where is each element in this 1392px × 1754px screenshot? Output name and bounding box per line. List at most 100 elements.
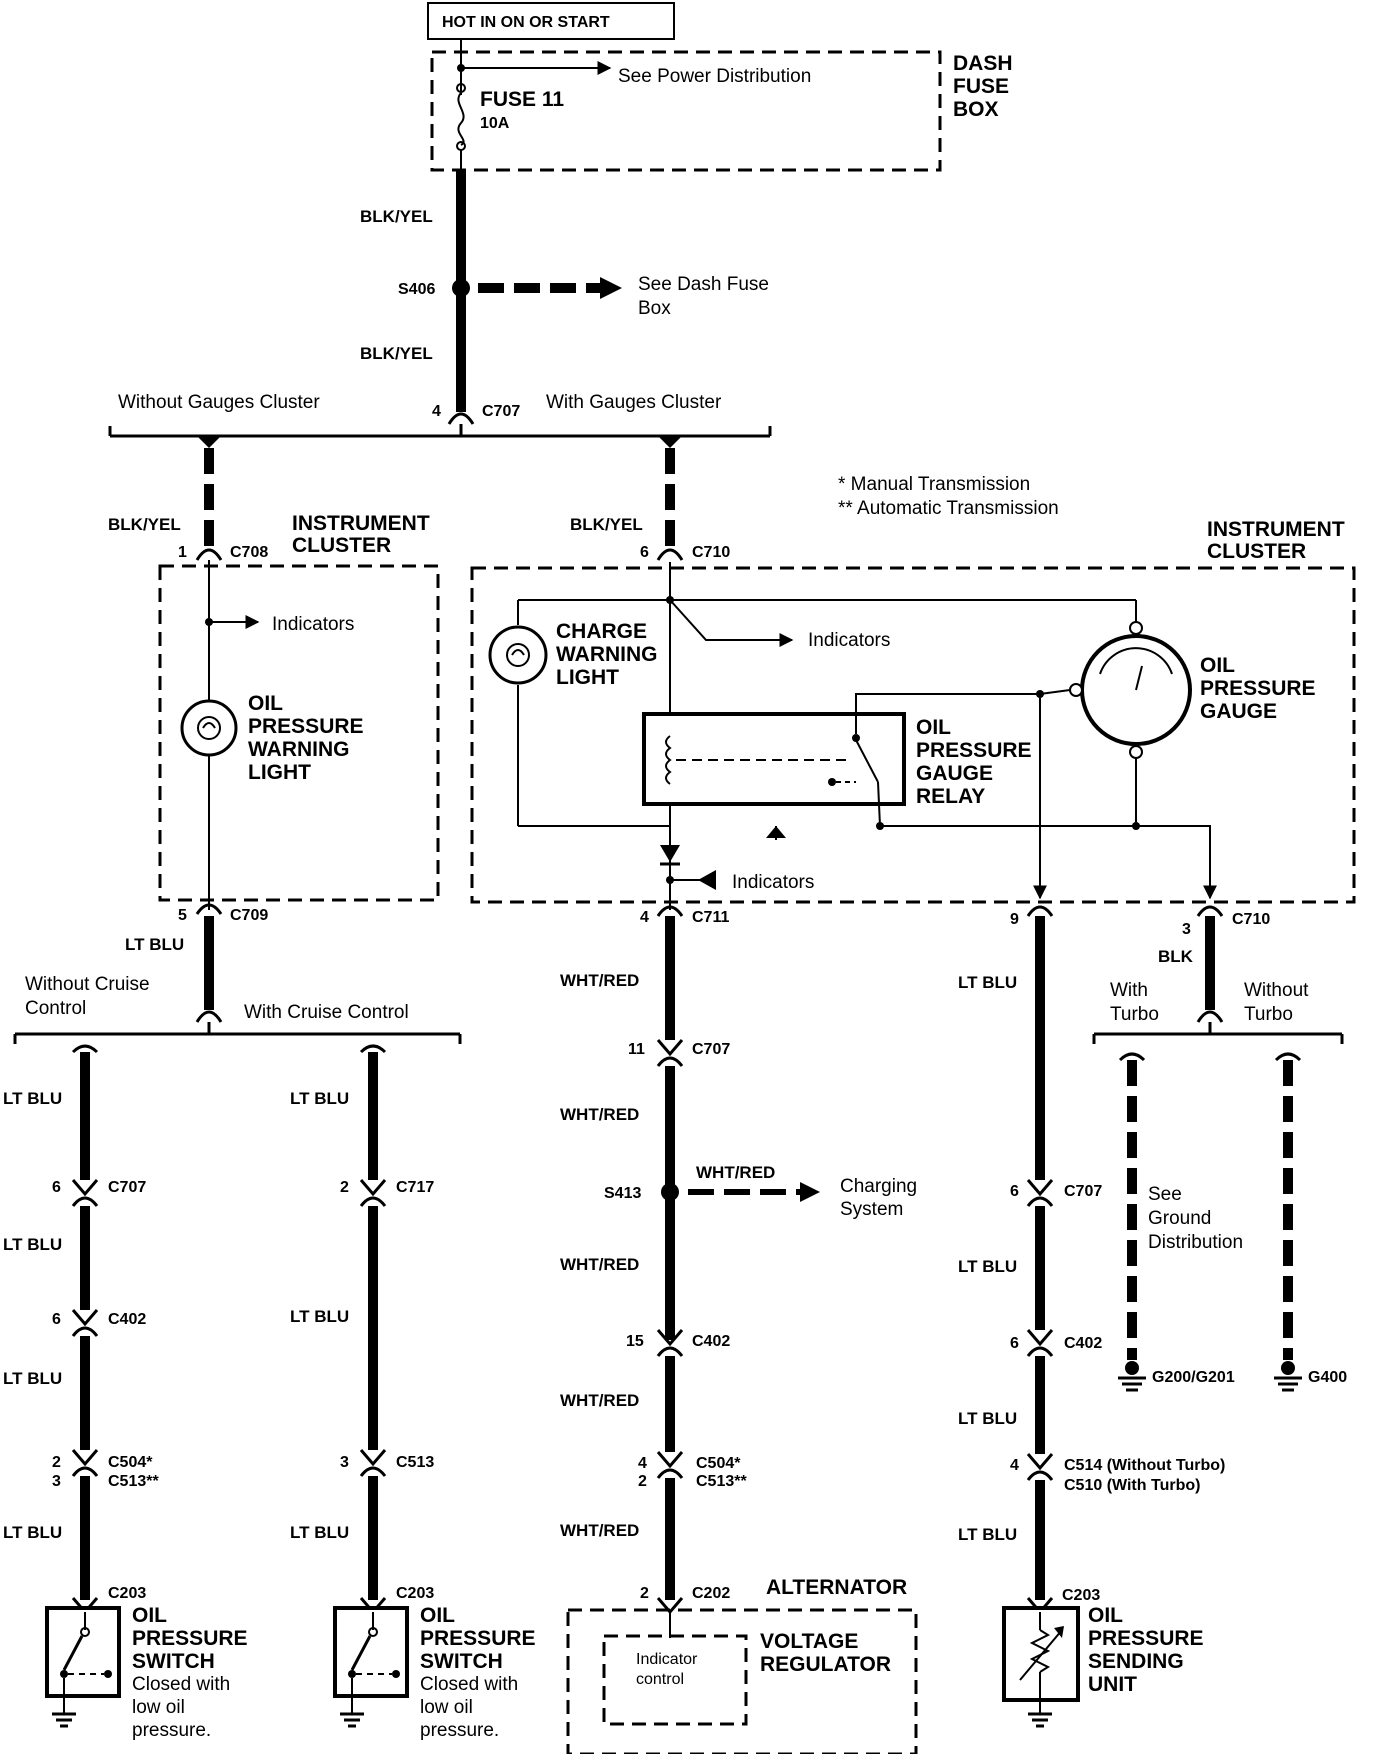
c504-left-name2: C513** [108,1473,159,1490]
connector-c402-right [1026,1346,1054,1357]
c402-mid-name: C402 [692,1333,730,1350]
ground-note-1: See [1148,1184,1182,1205]
ground-note-2: Ground [1148,1208,1211,1229]
c707-right-name: C707 [1064,1183,1102,1200]
splice-s406-dot [452,279,470,297]
switch-a-line-4: Closed with [132,1674,230,1695]
c707-mid-name: C707 [692,1041,730,1058]
cluster-right-indicators-top: Indicators [808,630,890,651]
cluster-right-indicators-bottom: Indicators [732,872,814,893]
hot-in-on-or-start-box: HOT IN ON OR START [427,2,675,40]
c504-left-pin1: 2 [52,1454,61,1471]
wire-label-wht-red-4: WHT/RED [560,1391,639,1410]
switch-a-line-6: pressure. [132,1720,211,1741]
connector-c707-mid [656,1056,684,1067]
connector-c707-top [447,412,475,425]
gauge-label-2: PRESSURE [1200,677,1316,700]
alternator-title: ALTERNATOR [766,1576,907,1599]
charge-label-2: WARNING [556,643,658,666]
c711-pin: 4 [640,909,649,926]
fuse-box-title-1: DASH [953,52,1013,75]
connector-c708 [195,548,223,561]
oil-pressure-warning-lamp-icon [180,699,238,757]
regulator-label-1: VOLTAGE [760,1630,858,1653]
wire-label-wht-red-3: WHT/RED [560,1255,639,1274]
wire-label-lt-blu-c4: LT BLU [958,1525,1017,1544]
wire-label-lt-blu-a2: LT BLU [3,1235,62,1254]
hot-label: HOT IN ON OR START [442,14,610,31]
c513-pin: 3 [340,1454,349,1471]
c513-name: C513 [396,1454,434,1471]
c514-pin: 4 [1010,1457,1019,1474]
indicator-control-box [602,1634,748,1726]
c707-top-pin: 4 [432,403,441,420]
charge-warning-lamp-icon [488,625,548,685]
cluster-left-title-1: INSTRUMENT [292,512,430,535]
instrument-cluster-left: INSTRUMENT CLUSTER Indicators OIL PRESSU… [158,512,440,910]
c-pin9: 9 [1010,911,1019,928]
c708-pin: 1 [178,544,187,561]
connector-c402-mid [656,1346,684,1357]
switch-b-line-1: OIL [420,1604,455,1627]
connector-c514 [1026,1470,1054,1481]
c710-right-name: C710 [1232,911,1270,928]
wire-label-wht-red-5: WHT/RED [560,1521,639,1540]
relay-label-4: RELAY [916,785,985,808]
splice-s406-label: S406 [398,281,435,298]
fuse-name: FUSE 11 [480,88,564,111]
c402-right-name: C402 [1064,1335,1102,1352]
gauge-label-1: OIL [1200,654,1235,677]
wire-label-blk-yel-4: BLK/YEL [570,515,643,534]
see-dash-fuse-box-2: Box [638,298,671,319]
c504-mid-name2: C513** [696,1473,747,1490]
c514-name2: C510 (With Turbo) [1064,1477,1200,1494]
c504-mid-pin1: 4 [638,1455,647,1472]
ground-g200-g201: G200/G201 [1152,1369,1235,1386]
branch-without-turbo-1: Without [1244,980,1309,1001]
c717-pin: 2 [340,1179,349,1196]
wire-label-lt-blu-c2: LT BLU [958,1257,1017,1276]
c708-name: C708 [230,544,268,561]
lamp-label-1: OIL [248,692,283,715]
c707-top-name: C707 [482,403,520,420]
see-charging-2: System [840,1199,903,1220]
wire-label-lt-blu-1: LT BLU [125,935,184,954]
sender-line-3: SENDING [1088,1650,1184,1673]
c711-name: C711 [692,909,729,926]
c504-mid-name1: C504* [696,1455,741,1472]
c709-name: C709 [230,907,268,924]
relay-label-2: PRESSURE [916,739,1032,762]
fuse-symbol [457,92,465,146]
c504-left-pin2: 3 [52,1473,61,1490]
sender-line-2: PRESSURE [1088,1627,1204,1650]
sender-line-4: UNIT [1088,1673,1137,1696]
cluster-left-title-2: CLUSTER [292,534,391,557]
gauge-label-3: GAUGE [1200,700,1277,723]
switch-a-line-1: OIL [132,1604,167,1627]
fuse-box-title-3: BOX [953,98,999,121]
c202-pin: 2 [640,1585,649,1602]
wire-label-blk-yel-2: BLK/YEL [360,344,433,363]
branch-with-turbo-2: Turbo [1110,1004,1159,1025]
legend-automatic: ** Automatic Transmission [838,498,1059,519]
switch-b-line-6: pressure. [420,1720,499,1741]
c203-b-name: C203 [396,1585,434,1602]
wire-label-lt-blu-b2: LT BLU [290,1307,349,1326]
wire-label-wht-red-2: WHT/RED [560,1105,639,1124]
c203-c-name: C203 [1062,1587,1100,1604]
c504-mid-pin2: 2 [638,1473,647,1490]
c710-top-name: C710 [692,544,730,561]
see-power-distribution: See Power Distribution [618,66,811,87]
see-dash-fuse-box-1: See Dash Fuse [638,274,769,295]
c402-left-name: C402 [108,1311,146,1328]
relay-label-1: OIL [916,716,951,739]
branch-with-cruise: With Cruise Control [244,1002,409,1023]
ground-g400: G400 [1308,1369,1347,1386]
fuse-rating: 10A [480,115,510,132]
oil-pressure-switch-a: OIL PRESSURE SWITCH Closed with low oil … [45,1604,248,1741]
branch-without-cruise-1: Without Cruise [25,974,150,995]
wire-label-lt-blu-a4: LT BLU [3,1523,62,1542]
cluster-left-indicators: Indicators [272,614,354,635]
c707-mid-pin: 11 [628,1041,645,1058]
